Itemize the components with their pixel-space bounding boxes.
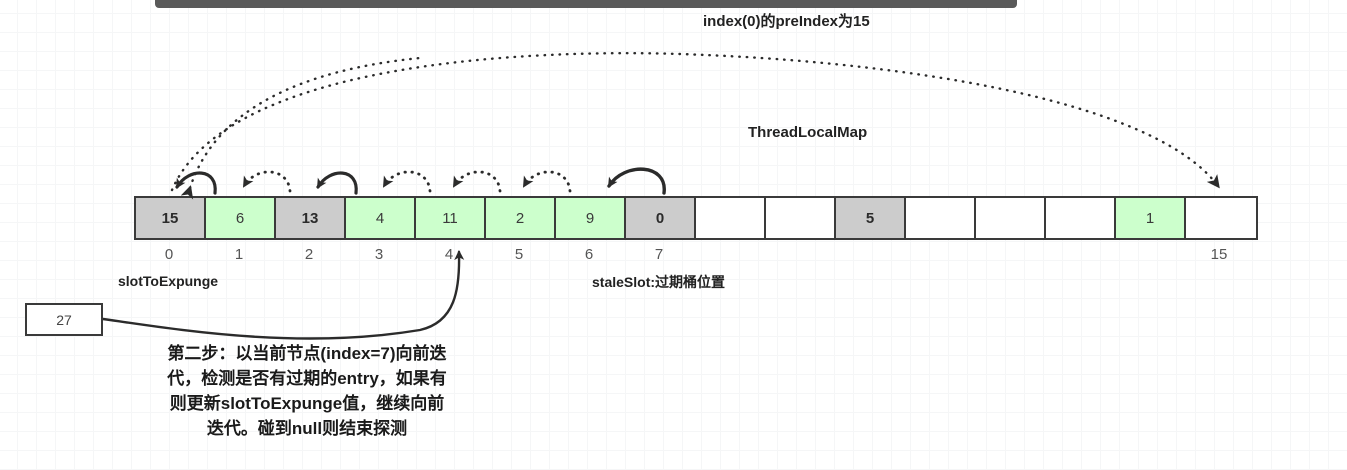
- description-line-3: 则更新slotToExpunge值，继续向前: [169, 394, 445, 414]
- description-line-4: 迭代。碰到null则结束探测: [206, 419, 408, 439]
- description-line-2: 代，检测是否有过期的entry，如果有: [167, 369, 447, 389]
- table-cell-9[interactable]: [766, 198, 836, 238]
- index-label-8: [694, 246, 764, 268]
- index-label-4: 4: [444, 246, 454, 263]
- index-label-1: 1: [234, 246, 244, 263]
- table-cell-15[interactable]: [1186, 198, 1256, 238]
- table-cell-4[interactable]: 11: [416, 198, 486, 238]
- hop-arrows: [175, 167, 666, 195]
- table-cell-14[interactable]: 1: [1116, 198, 1186, 238]
- arc-preindex-0-to-15: [170, 51, 1220, 200]
- index-label-10: [834, 246, 904, 268]
- index-label-9: [764, 246, 834, 268]
- table-cell-13[interactable]: [1046, 198, 1116, 238]
- index-label-3: 3: [374, 246, 384, 263]
- index-axis: 0 1 2 3 4 5 6 7 15: [134, 246, 1254, 268]
- note-value-box[interactable]: 27: [25, 303, 103, 336]
- index-label-6: 6: [584, 246, 594, 263]
- table-cell-10[interactable]: 5: [836, 198, 906, 238]
- note-value-text: 27: [56, 311, 72, 328]
- stale-slot-label: staleSlot:过期桶位置: [592, 274, 726, 290]
- index-label-12: [974, 246, 1044, 268]
- table-cell-12[interactable]: [976, 198, 1046, 238]
- table-cell-0[interactable]: 15: [136, 198, 206, 238]
- table-cell-11[interactable]: [906, 198, 976, 238]
- pre-index-annotation: index(0)的preIndex为15: [703, 13, 870, 30]
- table-cell-2[interactable]: 13: [276, 198, 346, 238]
- step-description: 第二步：以当前节点(index=7)向前迭 代，检测是否有过期的entry，如果…: [112, 341, 502, 442]
- index-label-13: [1044, 246, 1114, 268]
- table-cell-7[interactable]: 0: [626, 198, 696, 238]
- slot-to-expunge-label: slotToExpunge: [118, 273, 219, 289]
- table-cell-8[interactable]: [696, 198, 766, 238]
- threadlocalmap-title: ThreadLocalMap: [748, 124, 868, 141]
- threadlocalmap-table: 15 6 13 4 11 2 9 0 5 1: [134, 196, 1258, 240]
- description-line-1: 第二步：以当前节点(index=7)向前迭: [167, 344, 447, 363]
- index-label-2: 2: [304, 246, 314, 263]
- index-label-7: 7: [654, 246, 664, 263]
- table-cell-1[interactable]: 6: [206, 198, 276, 238]
- index-label-11: [904, 246, 974, 268]
- index-label-5: 5: [514, 246, 524, 263]
- cropped-toolbar-strip: [155, 0, 1017, 8]
- table-cell-6[interactable]: 9: [556, 198, 626, 238]
- table-cell-3[interactable]: 4: [346, 198, 416, 238]
- index-label-14: [1114, 246, 1184, 268]
- table-cell-5[interactable]: 2: [486, 198, 556, 238]
- index-label-15: 15: [1210, 246, 1228, 263]
- index-label-0: 0: [164, 246, 174, 263]
